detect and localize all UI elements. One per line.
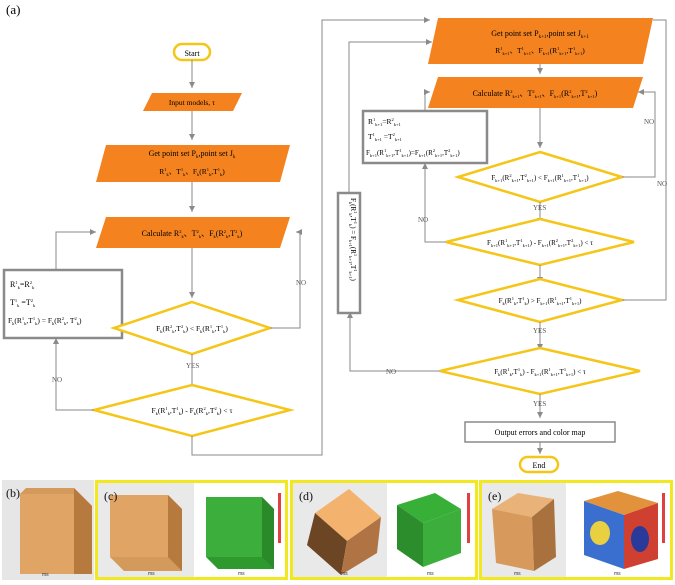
yes-label-1: YES — [186, 362, 199, 370]
start-label: Start — [184, 49, 200, 58]
swap-box-right — [361, 109, 489, 165]
panel-e-cubes — [492, 483, 670, 577]
panel-c-label: (c) — [104, 489, 118, 503]
calculate-right — [428, 77, 643, 108]
condition-right-4 — [439, 346, 641, 396]
swap-right-line1: R1k+1=R2k+1 — [368, 117, 401, 127]
yes-label-3: YES — [533, 327, 546, 335]
swap-right-line3: Fk+1(R1k+1,T1k+1)=Fk+1(R2k+1,T2k+1) — [366, 148, 460, 158]
get-point-set-right-vars: R1k+1、T1k+1、Fk+1(R1k+1,T1k+1) — [495, 46, 585, 56]
swap-vertical-label: Fk(R1k,T1k) = Fk+1(R1k+1,T1k+1) — [348, 198, 358, 282]
panel-c-cubes — [110, 483, 285, 577]
calculate-left — [96, 217, 290, 248]
condition-left-2-label: Fk(R1k,T1k) - Fk(R2k,T2k) < τ — [151, 406, 232, 416]
end-terminal — [518, 455, 560, 474]
swap-box-left — [2, 268, 124, 340]
condition-right-1-label: Fk+1(R2k+1,T2k+1) < Fk+1(R1k+1,T1k+1) — [491, 173, 589, 183]
figure-label-a: (a) — [6, 2, 20, 17]
get-point-set-left — [96, 145, 290, 182]
calculate-left-label: Calculate R2k、T2k、Fk(R2k,T2k) — [142, 229, 243, 239]
input-models-box — [143, 93, 242, 111]
panel-e-label: (e) — [488, 489, 502, 503]
flowchart: (a) Start Input models, τ Get point set … — [2, 2, 667, 474]
no-label-2: NO — [52, 376, 62, 384]
input-models-label: Input models, τ — [169, 98, 215, 107]
output-label: Output errors and color map — [495, 428, 586, 437]
panel-d-cubes — [307, 483, 475, 577]
swap-left-line3: Fk(R1k,T1k) = Fk(R2k, T2k) — [8, 316, 82, 326]
get-point-set-right — [428, 18, 653, 64]
no-label-6: NO — [386, 368, 396, 376]
condition-right-2-label: Fk+1(R1k+1,T1k+1) - Fk+1(R2k+1,T2k+1) < … — [487, 238, 593, 248]
get-point-set-right-label: Get point set Pk+1,point set Jk+1 — [491, 29, 589, 40]
calculate-right-label: Calculate R2k+1、T2k+1、Fk+1(R2k+1,T2k+1) — [473, 89, 598, 99]
panel-b-label: (b) — [6, 486, 20, 500]
no-label-5: NO — [657, 180, 667, 188]
panel-e: (e) ms ms — [479, 480, 673, 580]
swap-right-line2: T1k+1 =T2k+1 — [368, 132, 402, 142]
swap-left-line2: T1k =T2k — [10, 298, 36, 308]
no-label-3: NO — [644, 118, 654, 126]
get-point-set-left-label: Get point set Pk,point set Jk — [149, 149, 236, 160]
condition-right-4-label: Fk(R1k,T1k) - Fk+1(R1k+1,T1k+1) < τ — [494, 367, 586, 377]
no-label-4: NO — [418, 216, 428, 224]
no-label-1: NO — [296, 279, 306, 287]
end-label: End — [533, 461, 546, 470]
panel-d-label: (d) — [299, 489, 313, 503]
get-point-set-left-vars: R1k、T1k、Fk(R1k,T1k) — [159, 167, 225, 177]
condition-left-1-label: Fk(R2k,T2k) < Fk(R1k,T1k) — [156, 324, 228, 334]
yes-label-2: YES — [533, 204, 546, 212]
panel-b-cube — [20, 488, 92, 574]
condition-right-3-label: Fk(R1k,T1k) > Fk+1(R1k+1,T1k+1) — [499, 296, 583, 306]
panel-c: (c) ms ms — [95, 480, 288, 580]
swap-left-line1: R1k=R2k — [10, 280, 35, 290]
panel-b: (b) ms — [2, 480, 94, 580]
yes-label-4: YES — [533, 400, 546, 408]
panel-d: (d) ms ms — [290, 480, 478, 580]
